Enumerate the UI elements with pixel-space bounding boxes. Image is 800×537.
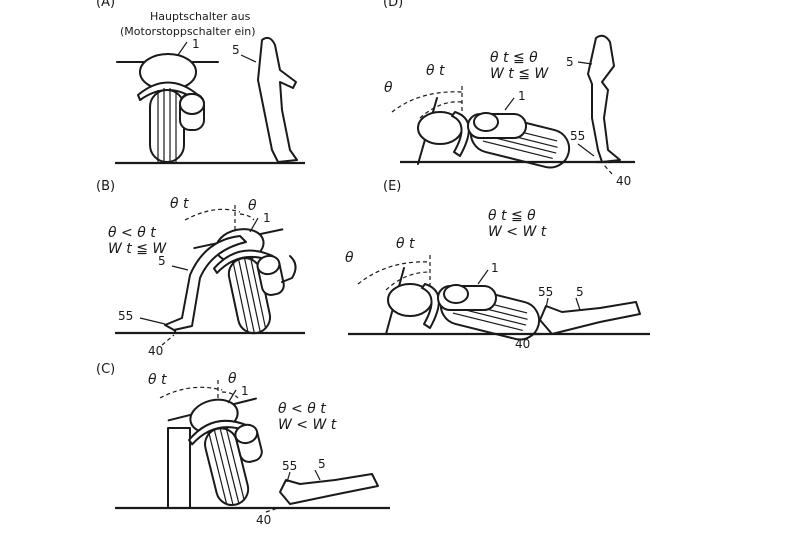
panel-d-vehicle xyxy=(417,111,571,169)
panel-b-ref-person: 5 xyxy=(158,254,166,268)
panel-c-ref-foot: 55 xyxy=(282,459,297,473)
panel-d-ref-sensor: 40 xyxy=(616,174,631,188)
panel-b-cond1: θ < θ t xyxy=(108,225,156,241)
panel-e-person xyxy=(539,301,641,335)
panel-c-ref-vehicle: 1 xyxy=(241,384,249,398)
panel-c-ref-person: 5 xyxy=(318,457,326,471)
panel-e-cond1: θ t ≦ θ xyxy=(488,208,536,224)
panel-e-cond2: W < W t xyxy=(488,224,547,240)
panel-b-label: (B) xyxy=(96,179,115,194)
panel-c: (C) θ t θ θ < θ t W < W t 1 5 55 40 xyxy=(96,362,390,527)
panel-c-theta-t-arc xyxy=(159,386,223,399)
panel-c-person xyxy=(279,473,379,505)
panel-b-theta-t: θ t xyxy=(170,196,189,212)
panel-e-ref-vehicle: 1 xyxy=(491,261,499,275)
panel-c-label: (C) xyxy=(96,362,115,377)
panel-b-person xyxy=(164,235,247,331)
panel-a-caption-line2: (Motorstoppschalter ein) xyxy=(120,25,256,38)
panel-d-person xyxy=(587,34,621,163)
panel-b: (B) θ t θ θ < θ t W t ≦ W 1 5 55 40 xyxy=(96,179,305,358)
panel-a-label: (A) xyxy=(96,0,115,10)
panel-c-wall xyxy=(167,427,191,509)
panel-d-theta-t-arc xyxy=(419,101,463,119)
panel-e-ref-sensor: 40 xyxy=(515,337,530,351)
panel-b-theta: θ xyxy=(248,198,257,214)
panel-c-ref-sensor: 40 xyxy=(256,513,271,527)
panel-e-theta: θ xyxy=(345,250,354,266)
panel-a-wheel xyxy=(149,89,185,163)
panel-d-ref-foot: 55 xyxy=(570,129,585,143)
panel-c-vehicle xyxy=(167,397,263,507)
panel-e-ref-foot: 55 xyxy=(538,285,553,299)
panel-d-cond1: θ t ≦ θ xyxy=(490,50,538,66)
panel-b-theta-t-arc xyxy=(184,208,241,221)
panel-d-theta-t: θ t xyxy=(426,63,445,79)
panel-e-vehicle xyxy=(387,283,541,341)
panel-d-ref-vehicle: 1 xyxy=(518,89,526,103)
panel-b-theta-arc xyxy=(239,213,255,221)
panel-e-label: (E) xyxy=(383,179,401,194)
panel-d: (D) θ t θ θ t ≦ θ W t ≦ W 1 5 55 40 xyxy=(383,0,635,188)
panel-e-ref-person: 5 xyxy=(576,285,584,299)
panel-c-theta: θ xyxy=(228,371,237,387)
panel-b-cond2: W t ≦ W xyxy=(108,241,167,257)
panel-a-ref-person: 5 xyxy=(232,43,240,57)
panel-a-ref-vehicle: 1 xyxy=(192,37,200,51)
panel-e: (E) θ t θ θ t ≦ θ W < W t 1 5 55 40 xyxy=(345,179,650,351)
panel-c-cond1: θ < θ t xyxy=(278,401,326,417)
panel-e-theta-t-arc xyxy=(385,271,431,291)
panel-d-cond2: W t ≦ W xyxy=(490,66,549,82)
panel-e-theta-t: θ t xyxy=(396,236,415,252)
panel-a-caption-line1: Hauptschalter aus xyxy=(150,10,251,23)
panel-b-ref-vehicle: 1 xyxy=(263,211,271,225)
panel-e-theta-arc xyxy=(357,261,431,285)
panel-d-theta: θ xyxy=(384,80,393,96)
panel-b-ref-foot: 55 xyxy=(118,309,133,323)
panel-c-theta-t: θ t xyxy=(148,372,167,388)
panel-b-ref-sensor: 40 xyxy=(148,344,163,358)
panel-a: (A) Hauptschalter aus (Motorstoppschalte… xyxy=(96,0,305,165)
panel-c-theta-arc xyxy=(221,391,239,399)
panel-c-cond2: W < W t xyxy=(278,417,337,433)
panel-d-label: (D) xyxy=(383,0,403,10)
panel-d-theta-arc xyxy=(391,91,463,113)
panel-d-ref-person: 5 xyxy=(566,55,574,69)
panel-a-person xyxy=(257,36,298,163)
